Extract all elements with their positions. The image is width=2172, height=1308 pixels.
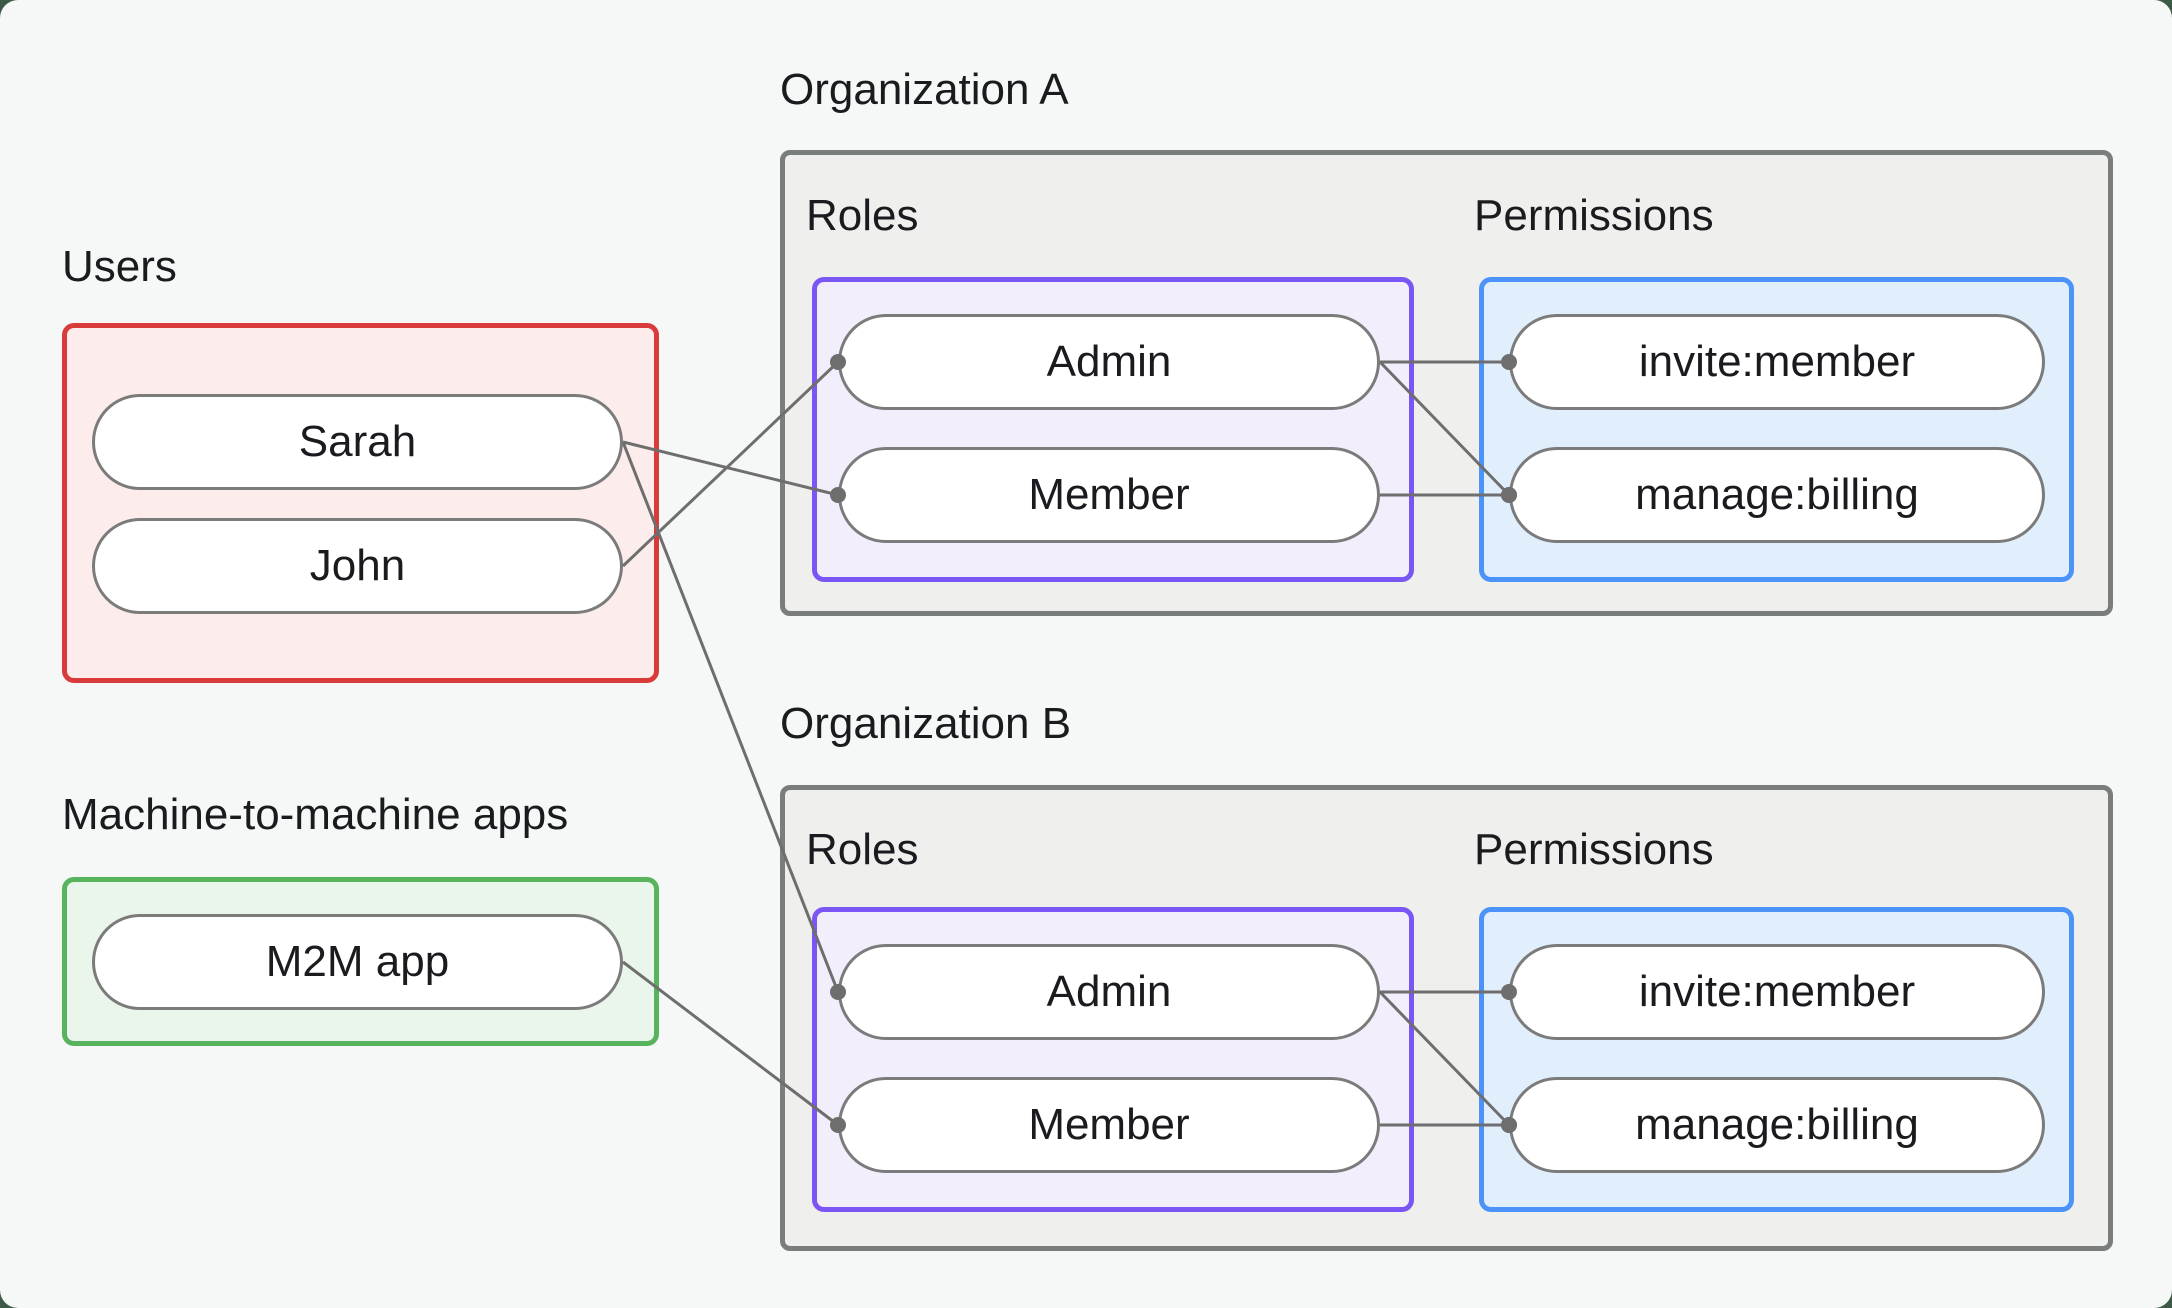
org-a-role-member: Member [838, 447, 1380, 543]
user-node-sarah: Sarah [92, 394, 623, 490]
org-b-role-admin: Admin [838, 944, 1380, 1040]
organization-b-permissions-label: Permissions [1474, 825, 1714, 874]
m2m-label: Machine-to-machine apps [62, 790, 569, 839]
org-a-permission-invite-member: invite:member [1509, 314, 2045, 410]
m2m-app-node: M2M app [92, 914, 623, 1010]
org-a-permission-manage-billing: manage:billing [1509, 447, 2045, 543]
users-label: Users [62, 242, 177, 291]
organization-b-roles-label: Roles [806, 825, 919, 874]
organization-a-label: Organization A [780, 65, 1069, 114]
org-b-role-member: Member [838, 1077, 1380, 1173]
organization-b-label: Organization B [780, 699, 1072, 748]
org-b-permission-manage-billing: manage:billing [1509, 1077, 2045, 1173]
user-node-john: John [92, 518, 623, 614]
users-group-box [62, 323, 659, 683]
organization-a-permissions-label: Permissions [1474, 191, 1714, 240]
org-b-permission-invite-member: invite:member [1509, 944, 2045, 1040]
organization-a-roles-label: Roles [806, 191, 919, 240]
org-a-role-admin: Admin [838, 314, 1380, 410]
